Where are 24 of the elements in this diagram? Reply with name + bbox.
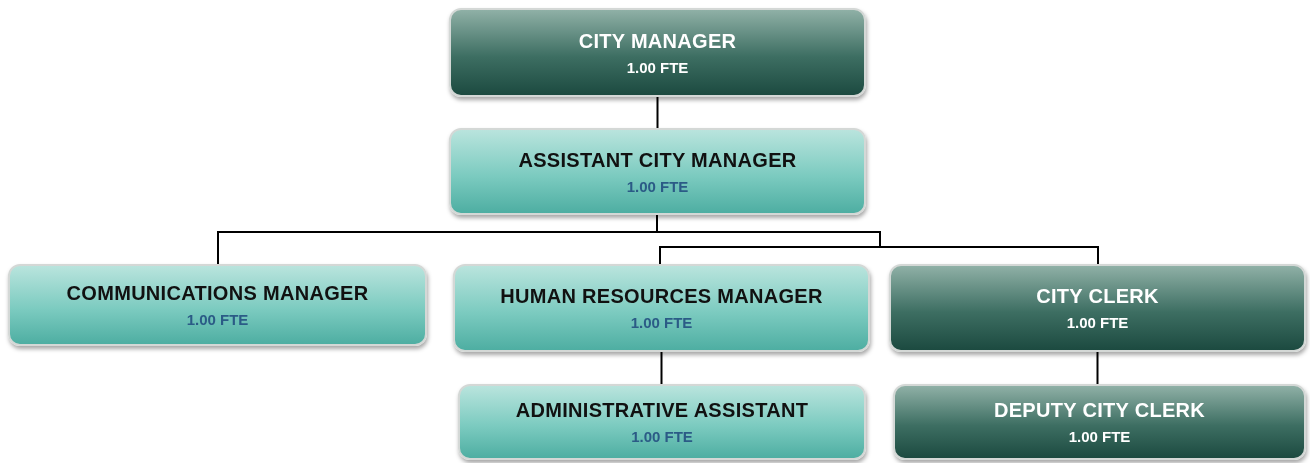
fte-count: 1.00 FTE	[630, 314, 693, 331]
position-title: CITY MANAGER	[578, 29, 737, 53]
fte-count: 1.00 FTE	[631, 428, 693, 445]
position-title: DEPUTY CITY CLERK	[993, 399, 1206, 422]
fte-count: 1.00 FTE	[1066, 314, 1129, 331]
connector-line	[1096, 351, 1099, 385]
position-title: CITY CLERK	[1036, 285, 1159, 308]
position-box	[449, 128, 866, 215]
position-box	[453, 264, 870, 352]
position-title: ASSISTANT CITY MANAGER	[518, 148, 797, 172]
position-title: HUMAN RESOURCES MANAGER	[500, 285, 823, 308]
fte-count: 1.00 FTE	[1068, 428, 1131, 445]
connector-line	[660, 351, 663, 385]
fte-count: 1.00 FTE	[626, 177, 689, 195]
position-title: COMMUNICATIONS MANAGER	[66, 282, 369, 305]
connector-line	[656, 96, 659, 129]
position-box	[449, 8, 866, 97]
position-box	[889, 264, 1306, 352]
fte-count: 1.00 FTE	[186, 311, 249, 328]
position-box	[8, 264, 427, 346]
fte-count: 1.00 FTE	[626, 58, 689, 76]
position-title: ADMINISTRATIVE ASSISTANT	[515, 399, 809, 422]
position-box	[893, 384, 1306, 460]
position-box	[458, 384, 866, 460]
